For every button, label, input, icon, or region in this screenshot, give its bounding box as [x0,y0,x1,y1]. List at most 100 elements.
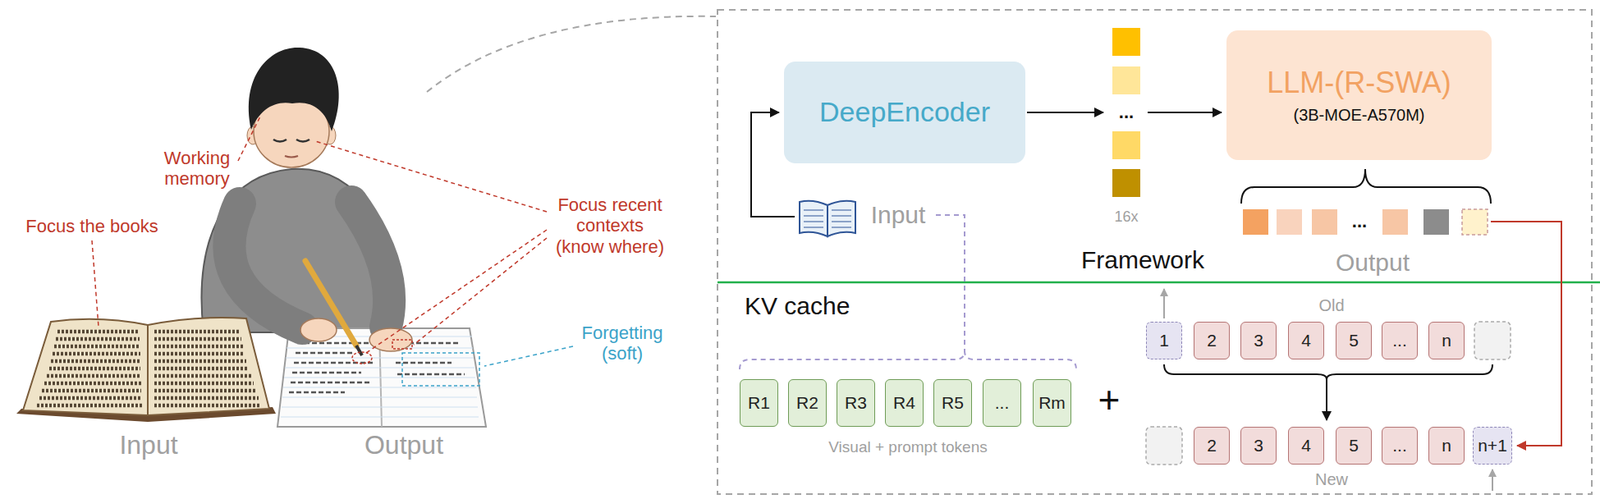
kv-cache-box: 2 [1193,321,1230,360]
token [1382,209,1408,235]
brace [1164,364,1493,380]
framework-panel [717,9,1592,495]
node-subtitle: (3B-MOE-A570M) [1292,105,1425,125]
caption-label: Input [119,430,178,461]
annotation: Focus the books [25,215,158,237]
arrow [1147,111,1222,114]
arrow [1026,111,1104,114]
plus-sign: + [1098,378,1121,422]
handwriting [288,343,465,393]
node-title: 3 [1253,330,1264,351]
node-title: ... [1392,435,1408,456]
node-title: DeepEncoder [819,96,991,129]
kv-cache-box: ... [1381,321,1418,360]
kv-cache-box: 5 [1335,426,1372,465]
kv-cache-box: 4 [1288,426,1325,465]
node-title: 5 [1348,330,1359,351]
node-title: n [1441,330,1452,351]
node-title: 4 [1301,330,1312,351]
node-title: R5 [941,393,964,413]
node-title: 2 [1206,330,1217,351]
leader-line [484,346,574,367]
kv-cache-box: n [1428,426,1465,465]
brace [1241,169,1491,204]
book-text [36,331,262,406]
kv-cache-box: 1 [1146,321,1183,360]
leader-line [238,114,262,161]
row-label: New [1315,470,1348,490]
token [1112,169,1141,198]
book-icon-lines [803,210,852,228]
boy-hair [248,47,340,132]
focus-mark [392,339,413,349]
token [1423,209,1449,235]
caption-label: Output [364,430,444,461]
node-title: 1 [1159,330,1170,351]
pencil-tip [356,345,363,356]
node-title: ... [994,393,1010,413]
token [1112,66,1141,95]
book-icon [799,201,856,237]
empty-slot [1474,321,1511,360]
visual-token-box: R1 [739,379,779,427]
boy-hand [300,318,337,342]
visual-token-box: R4 [884,379,924,427]
kv-cache-box: 4 [1288,321,1325,360]
kv-cache-box: 3 [1240,321,1277,360]
pencil [305,261,357,346]
kv-cache-box: n+1 [1472,426,1513,465]
zoom-curve [426,16,716,92]
ellipsis: ... [1118,101,1134,123]
annotation: Working memory [151,147,243,190]
kv-cache-box: ... [1381,426,1418,465]
encoder-box: DeepEncoder [783,61,1026,164]
annotation: Focus recent contexts (know where) [552,194,668,257]
token [1276,209,1303,235]
boy-torso [201,169,399,333]
arrow [1325,379,1328,421]
boy-mouth [284,155,298,158]
annotation: Forgetting (soft) [577,322,668,365]
node-title: R2 [796,393,819,413]
dashed-link [935,215,965,352]
token [1112,27,1141,56]
llm-box: LLM-(R-SWA)(3B-MOE-A570M) [1226,30,1492,161]
visual-token-box: ... [982,379,1022,427]
visual-token-box: Rm [1032,379,1072,427]
node-title: R3 [844,393,867,413]
kv-cache-box: 5 [1335,321,1372,360]
focus-mark [352,352,372,364]
node-title: n [1441,435,1452,456]
boy-sleeve [229,203,303,329]
visual-token-box: R5 [933,379,972,427]
leader-line [91,240,99,327]
kv-cache-box: 3 [1240,426,1277,465]
empty-slot [1146,426,1183,465]
compression-ratio: 16x [1114,208,1138,226]
group-label: Visual + prompt tokens [828,438,987,457]
forgetting-mark [402,353,480,386]
evict-arrow [1163,288,1165,319]
row-label: Old [1318,296,1344,316]
token [1242,209,1269,235]
node-title: 4 [1301,435,1312,456]
insert-arrow [1491,469,1494,491]
token [1311,209,1338,235]
boy-sleeve [351,201,390,327]
node-title: R1 [747,393,771,413]
section-label: Framework [1081,246,1205,276]
brace [739,351,1077,370]
visual-token-box: R3 [836,379,876,427]
boy-eyes [273,139,310,143]
ellipsis: ... [1352,210,1367,232]
token [1112,131,1141,160]
leader-line [315,141,547,354]
node-title: Rm [1038,393,1066,413]
node-title: n+1 [1477,435,1508,456]
section-label: KV cache [744,292,850,321]
visual-token-box: R2 [788,379,827,427]
kv-cache-box: 2 [1193,426,1230,465]
node-title: 2 [1206,435,1217,456]
input-label: Input [871,201,927,230]
